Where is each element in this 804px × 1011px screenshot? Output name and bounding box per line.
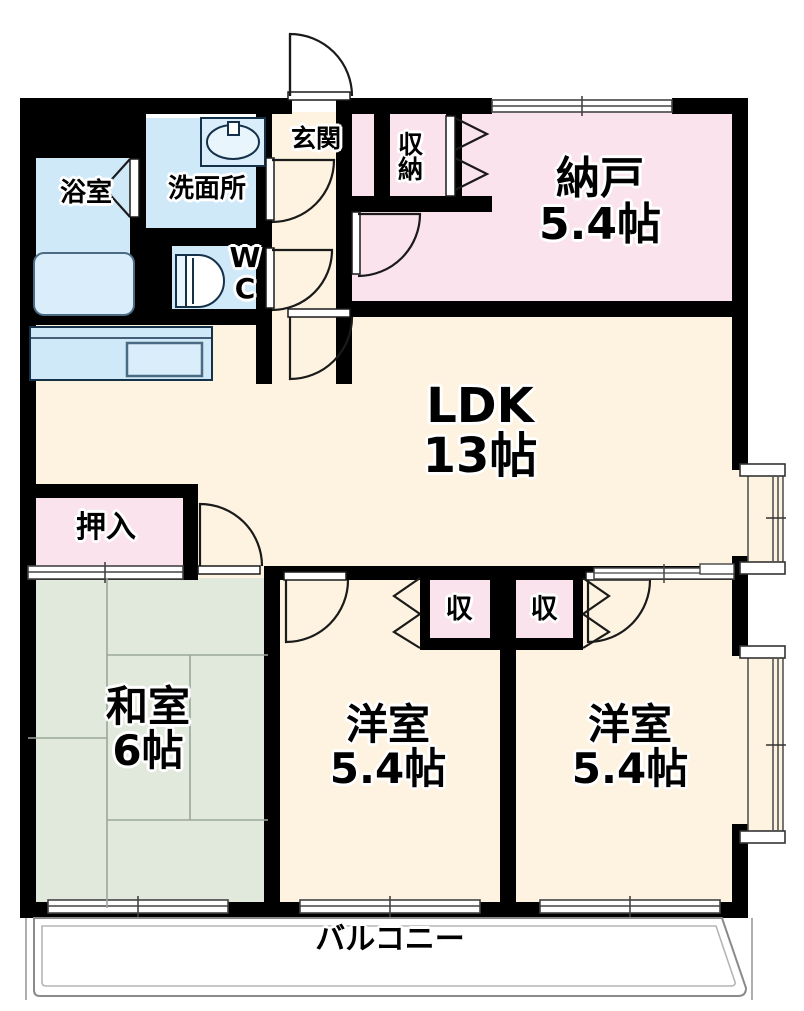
door-hall-storeroom <box>351 211 422 278</box>
wall-top-entrance-right <box>352 98 492 114</box>
doors <box>102 32 652 649</box>
wall-storeroom-left <box>336 196 352 317</box>
window-storeroom-top <box>491 96 673 116</box>
window-ldk-right <box>699 563 735 575</box>
wall-genkan-storage-bottom <box>352 196 492 212</box>
room-fill-washitsu <box>28 578 268 908</box>
door-hall-washroom <box>265 157 336 224</box>
wall-washroom-left <box>130 114 146 158</box>
wall-washroom-bottom <box>146 228 266 246</box>
bay-window-lower <box>739 645 786 844</box>
door-genkan-storage <box>445 115 490 197</box>
room-fill-genkan-storage <box>390 112 446 209</box>
door-toilet <box>265 247 334 312</box>
room-fill-closet-left <box>428 580 490 643</box>
wall-top-storeroom-right <box>672 98 748 114</box>
fixtures <box>29 117 266 381</box>
wall-storeroom-bottom <box>350 301 748 317</box>
fusuma-oshiire <box>27 562 184 583</box>
bay-window-upper <box>739 463 786 575</box>
door-bathroom <box>102 158 140 218</box>
balcony <box>33 917 748 997</box>
room-fill-oshiire <box>28 497 183 569</box>
wall-washitsu-right <box>264 566 280 918</box>
wall-bath-top <box>20 98 146 158</box>
room-fills <box>20 112 783 908</box>
window-yoshitsu-2-bottom <box>539 896 721 917</box>
bay-window-upper-fill <box>748 470 783 568</box>
wall-toilet-left <box>146 244 172 317</box>
door-entrance-main <box>287 32 354 101</box>
window-washitsu-bottom <box>47 896 229 917</box>
wall-oshiire-right <box>183 484 198 572</box>
door-closet-left <box>391 577 421 649</box>
wall-oshiire-top <box>20 484 198 498</box>
bathtub-icon <box>33 252 135 316</box>
wall-right-a <box>732 98 748 470</box>
wall-genkan-storage-left <box>374 112 390 196</box>
room-fill-ldk-lower <box>190 480 748 580</box>
door-ldk-washitsu <box>197 502 264 575</box>
wall-left-outer <box>20 98 36 918</box>
balcony-guides <box>25 918 753 1000</box>
door-hall-ldk <box>287 308 354 381</box>
windows <box>27 96 786 917</box>
door-closet-right <box>582 577 612 649</box>
wall-closet-right-frame <box>573 570 583 648</box>
toilet-icon <box>175 254 225 308</box>
window-yoshitsu-1-bottom <box>299 896 481 917</box>
door-ldk-yoshitsu-1 <box>283 571 350 644</box>
washbasin-icon <box>200 117 266 167</box>
kitchen-sink-icon <box>29 326 213 381</box>
wall-closet-left-frame <box>420 570 430 648</box>
room-fill-closet-right <box>513 580 575 643</box>
wall-right-b <box>732 556 748 656</box>
wall-right-c <box>732 824 748 918</box>
wall-yoshitsu-divider <box>500 578 516 918</box>
tatami-mats <box>28 578 268 908</box>
